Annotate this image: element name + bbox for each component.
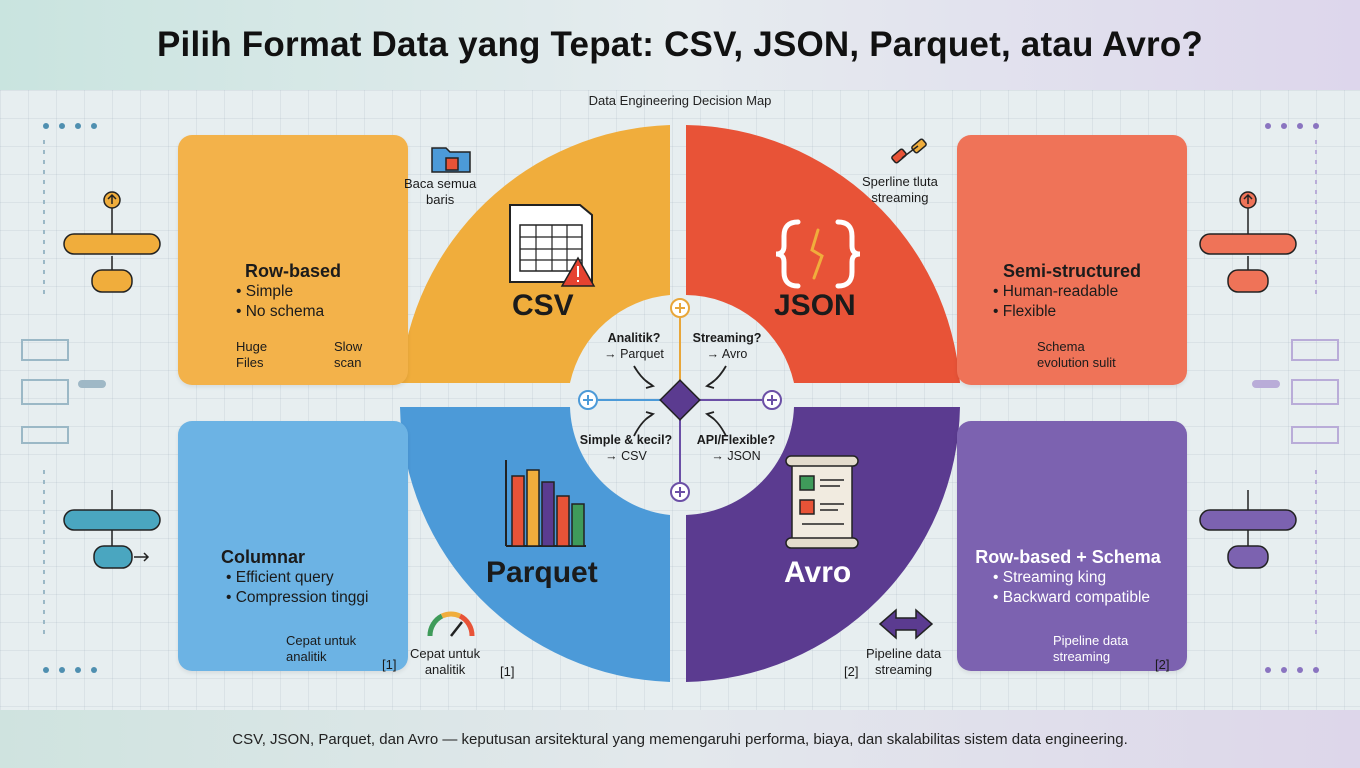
json-card[interactable]: Semi-structured • Human-readable • Flexi…	[957, 135, 1187, 385]
center-question-simple[interactable]: Simple & kecil? → CSV	[578, 432, 674, 464]
csv-spreadsheet-icon	[509, 204, 596, 287]
speedometer-small-icon	[427, 611, 475, 637]
avro-ref: [2]	[1155, 657, 1170, 672]
page-subtitle: Data Engineering Decision Map	[588, 93, 772, 108]
center-question-streaming[interactable]: Streaming? → Avro	[686, 330, 768, 362]
csv-bullet-2: • No schema	[236, 303, 325, 320]
csv-card[interactable]: Row-based • Simple • No schema Huge File…	[178, 135, 408, 385]
parquet-card[interactable]: Columnar • Efficient query • Compression…	[178, 421, 408, 672]
decision-diamond[interactable]	[659, 379, 701, 421]
avro-scroll-icon	[785, 455, 859, 549]
folder-running-icon	[431, 147, 471, 173]
csv-floating-note: Baca semua baris	[404, 176, 477, 207]
json-bullet-2: • Flexible	[993, 303, 1057, 320]
json-note-schema: Schema evolution sulit	[1037, 339, 1116, 370]
json-format-label: JSON	[774, 289, 856, 322]
parquet-bars-icon	[505, 460, 586, 547]
json-braces-icon	[775, 219, 861, 289]
json-card-title: Semi-structured	[1002, 261, 1142, 281]
question-api-text: API/Flexible?	[696, 433, 776, 447]
double-arrow-icon	[878, 608, 934, 640]
question-analytics-text: Analitik?	[607, 331, 661, 345]
avro-format-label: Avro	[784, 556, 852, 589]
avro-floating-ref: [2]	[844, 664, 859, 679]
csv-note-huge-files: Huge Files	[236, 339, 268, 370]
page-title: Pilih Format Data yang Tepat: CSV, JSON,…	[156, 25, 1204, 64]
json-quadrant[interactable]	[686, 125, 960, 383]
csv-format-label: CSV	[512, 289, 574, 322]
parquet-floating-ref: [1]	[500, 664, 515, 679]
csv-card-title: Row-based	[244, 261, 341, 281]
parquet-card-title: Columnar	[220, 547, 305, 567]
question-streaming-text: Streaming?	[692, 331, 762, 345]
question-simple-text: Simple & kecil?	[579, 433, 673, 447]
footer-text: CSV, JSON, Parquet, dan Avro — keputusan…	[232, 730, 1128, 748]
answer-parquet-text: → Parquet	[604, 347, 664, 361]
center-question-analytics[interactable]: Analitik? → Parquet	[596, 330, 672, 362]
avro-bullet-2: • Backward compatible	[993, 589, 1151, 606]
csv-bullet-1: • Simple	[236, 283, 294, 300]
avro-bullet-1: • Streaming king	[993, 569, 1107, 586]
center-axes	[598, 318, 762, 482]
avro-card[interactable]: Row-based + Schema • Streaming king • Ba…	[957, 421, 1187, 672]
center-question-api[interactable]: API/Flexible? → JSON	[690, 432, 782, 464]
footer-banner: CSV, JSON, Parquet, dan Avro — keputusan…	[0, 710, 1360, 768]
parquet-note: Cepat untuk analitik	[286, 633, 357, 664]
parquet-format-label: Parquet	[486, 556, 598, 589]
parquet-bullet-2: • Compression tinggi	[226, 589, 369, 606]
avro-note: Pipeline data streaming	[1053, 633, 1129, 664]
header-banner: Pilih Format Data yang Tepat: CSV, JSON,…	[0, 0, 1360, 90]
right-side-decorations	[1199, 123, 1339, 673]
json-bullet-1: • Human-readable	[993, 283, 1119, 300]
stream-tags-icon	[891, 138, 927, 164]
avro-floating-note: Pipeline data streaming	[866, 646, 942, 677]
axis-plus-icon[interactable]	[578, 298, 782, 502]
csv-note-slow-scan: Slow scan	[334, 339, 363, 370]
parquet-ref: [1]	[382, 657, 397, 672]
parquet-floating-note: Cepat untuk analitik	[410, 646, 481, 677]
answer-csv-text: → CSV	[605, 449, 647, 463]
parquet-bullet-1: • Efficient query	[226, 569, 334, 586]
pointer-arrows	[633, 365, 727, 437]
avro-card-title: Row-based + Schema	[975, 547, 1161, 567]
answer-json-text: → JSON	[711, 449, 761, 463]
json-floating-note: Sperline tluta streaming	[862, 174, 938, 205]
answer-avro-text: → Avro	[706, 347, 748, 361]
left-side-decorations	[21, 123, 161, 673]
